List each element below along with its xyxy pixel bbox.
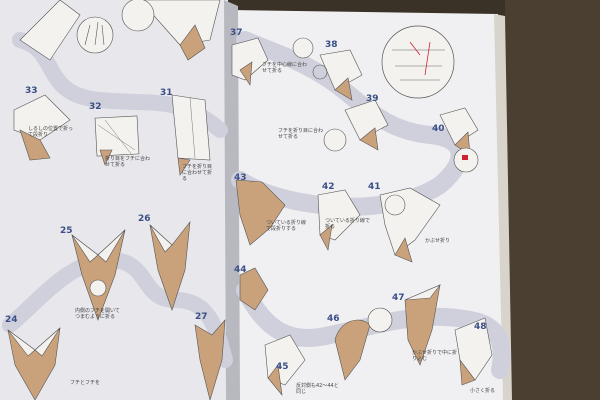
step-number: 44 <box>234 265 247 275</box>
step-number: 39 <box>366 94 379 104</box>
instruction-text: フチを折り目に合わせて折る <box>182 164 213 182</box>
step-number: 38 <box>325 40 338 50</box>
instruction-text: しるしの位置で折って段折り <box>28 126 74 138</box>
book-spine-shadow <box>224 0 240 400</box>
diagram-46 <box>334 319 371 381</box>
instruction-text: 内側のフチを開いてつまむように折る <box>75 308 120 320</box>
step-number: 45 <box>276 362 289 372</box>
diagram-44 <box>239 267 269 311</box>
step-number: 43 <box>234 173 247 183</box>
diagram-32 <box>94 115 140 157</box>
diagram-39 <box>344 99 389 141</box>
step-number: 47 <box>392 293 405 303</box>
step-number: 24 <box>5 315 18 325</box>
flow-path-left-bottom <box>2 251 233 368</box>
step-number: 41 <box>368 182 381 192</box>
step-number: 42 <box>322 182 335 192</box>
step-number: 27 <box>195 312 208 322</box>
diagram-27 <box>194 319 226 400</box>
step-number: 48 <box>474 322 487 332</box>
step-number: 32 <box>89 102 102 112</box>
step-number: 37 <box>230 28 243 38</box>
instruction-text: 小さく折る <box>470 388 496 394</box>
instruction-text: 反対側も42〜44と同じ <box>296 383 339 395</box>
diagram-31 <box>171 94 211 161</box>
diagram-48 <box>454 317 493 381</box>
step-number: 46 <box>327 314 340 324</box>
instruction-text: ついている折り線で段折りする <box>266 220 306 232</box>
diagram-33 <box>13 94 71 141</box>
instruction-text: かぶせ折りで中に折り込む <box>412 350 458 362</box>
step-number: 25 <box>60 226 73 236</box>
instruction-text: ついている折り線で折る <box>325 218 370 230</box>
instruction-text: フチとフチを <box>70 380 101 386</box>
instruction-text: フチを中心線に合わせて折る <box>262 62 308 74</box>
detail-circle <box>381 25 455 99</box>
instruction-text: かぶせ折り <box>425 238 451 244</box>
step-number: 33 <box>25 86 38 96</box>
step-number: 26 <box>138 214 151 224</box>
step-number: 40 <box>432 124 445 134</box>
instruction-text: 折り目をフチに合わせて折る <box>105 156 151 168</box>
diagram-42 <box>317 189 361 241</box>
diagram-38 <box>319 49 363 91</box>
step-number: 31 <box>160 88 173 98</box>
instruction-text: フチを折り目に合わせて折る <box>278 128 324 140</box>
diagram-43 <box>235 179 286 246</box>
